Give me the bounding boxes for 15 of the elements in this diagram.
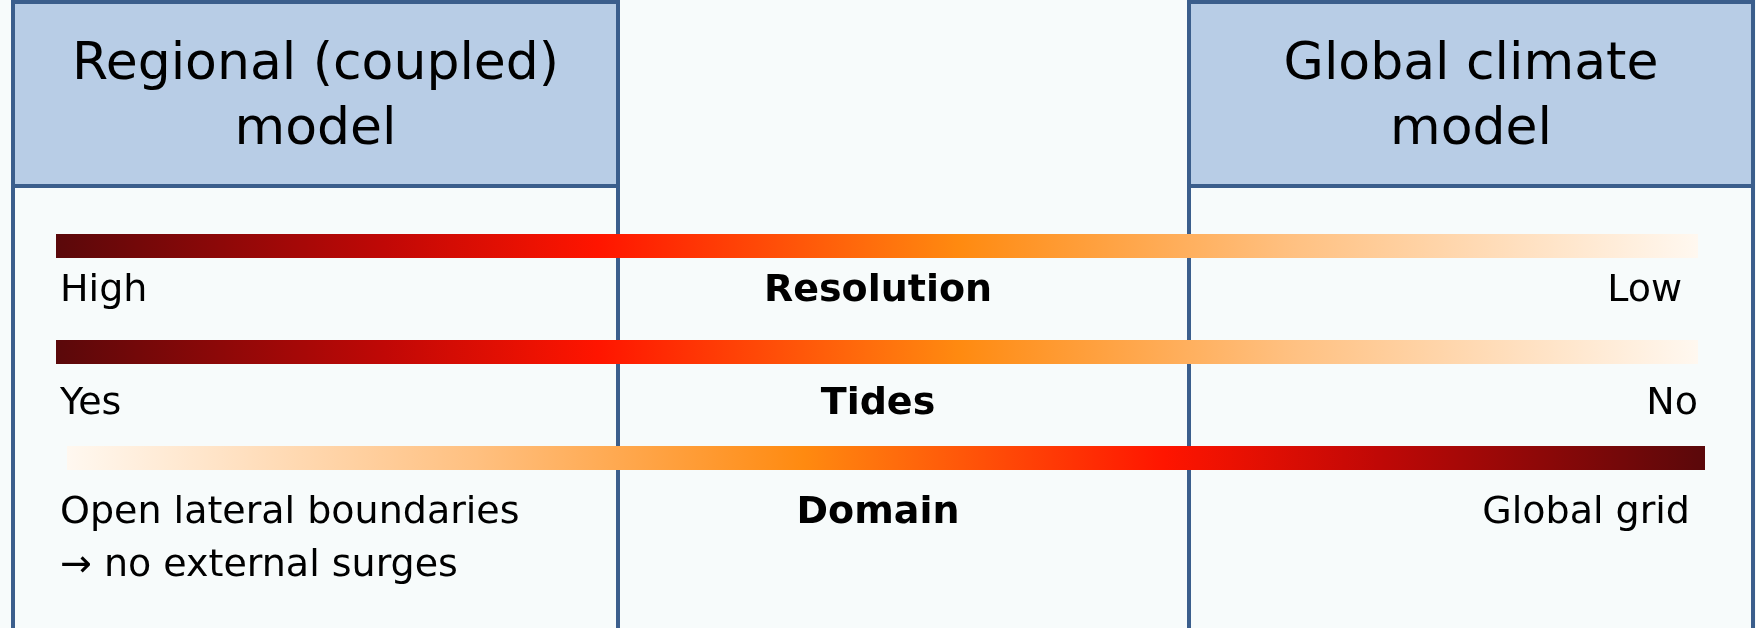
column-panel: [1187, 0, 1755, 628]
column-title: Global climate model: [1282, 30, 1660, 158]
value-label: Open lateral boundaries → no external surges: [60, 487, 521, 588]
value-label: Global grid: [1482, 487, 1690, 534]
row-heading: Resolution: [763, 265, 993, 312]
value-label: Low: [1607, 265, 1682, 312]
column-title: Regional (coupled) model: [70, 30, 561, 158]
value-label: Yes: [60, 378, 122, 425]
row-heading: Domain: [796, 487, 960, 534]
gradient-bar: [67, 446, 1705, 470]
gradient-bar: [56, 340, 1698, 364]
value-label: High: [60, 265, 148, 312]
row-heading: Tides: [820, 378, 936, 425]
value-label: No: [1646, 378, 1698, 425]
gradient-bar: [56, 234, 1698, 258]
